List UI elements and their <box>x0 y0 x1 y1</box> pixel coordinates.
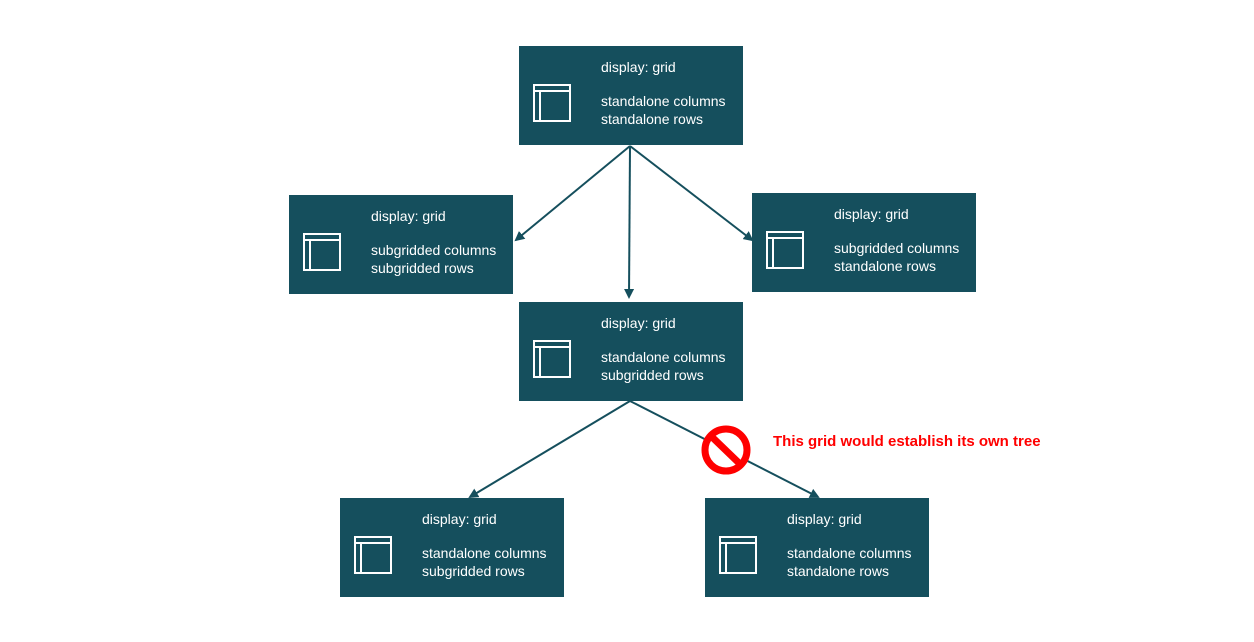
grid-icon <box>354 536 392 574</box>
node-columns-label: subgridded columns <box>834 240 960 256</box>
node-columns-label: standalone columns <box>787 545 912 561</box>
grid-icon <box>766 231 804 269</box>
edge-middle-bottom-left <box>468 400 631 499</box>
no-entry-icon <box>701 425 751 475</box>
edge-root-right <box>629 145 754 242</box>
node-left: display: grid subgridded columns subgrid… <box>289 195 513 294</box>
node-bottom-right: display: grid standalone columns standal… <box>705 498 929 597</box>
node-title: display: grid <box>601 59 676 75</box>
edge-root-left <box>514 145 631 242</box>
node-rows-label: standalone rows <box>787 563 889 579</box>
node-title: display: grid <box>601 315 676 331</box>
edge-root-middle <box>624 145 635 299</box>
node-rows-label: subgridded rows <box>371 260 474 276</box>
node-columns-label: subgridded columns <box>371 242 497 258</box>
node-bottom-left: display: grid standalone columns subgrid… <box>340 498 564 597</box>
grid-icon <box>533 84 571 122</box>
node-columns-label: standalone columns <box>422 545 547 561</box>
node-title: display: grid <box>834 206 909 222</box>
node-middle: display: grid standalone columns subgrid… <box>519 302 743 401</box>
node-columns-label: standalone columns <box>601 349 726 365</box>
grid-icon <box>719 536 757 574</box>
node-right: display: grid subgridded columns standal… <box>752 193 976 292</box>
grid-icon <box>303 233 341 271</box>
node-rows-label: subgridded rows <box>601 367 704 383</box>
node-rows-label: subgridded rows <box>422 563 525 579</box>
grid-icon <box>533 340 571 378</box>
node-root: display: grid standalone columns standal… <box>519 46 743 145</box>
node-rows-label: standalone rows <box>834 258 936 274</box>
node-rows-label: standalone rows <box>601 111 703 127</box>
node-title: display: grid <box>787 511 862 527</box>
node-columns-label: standalone columns <box>601 93 726 109</box>
node-title: display: grid <box>422 511 497 527</box>
warning-annotation: This grid would establish its own tree <box>773 433 1041 450</box>
node-title: display: grid <box>371 208 446 224</box>
